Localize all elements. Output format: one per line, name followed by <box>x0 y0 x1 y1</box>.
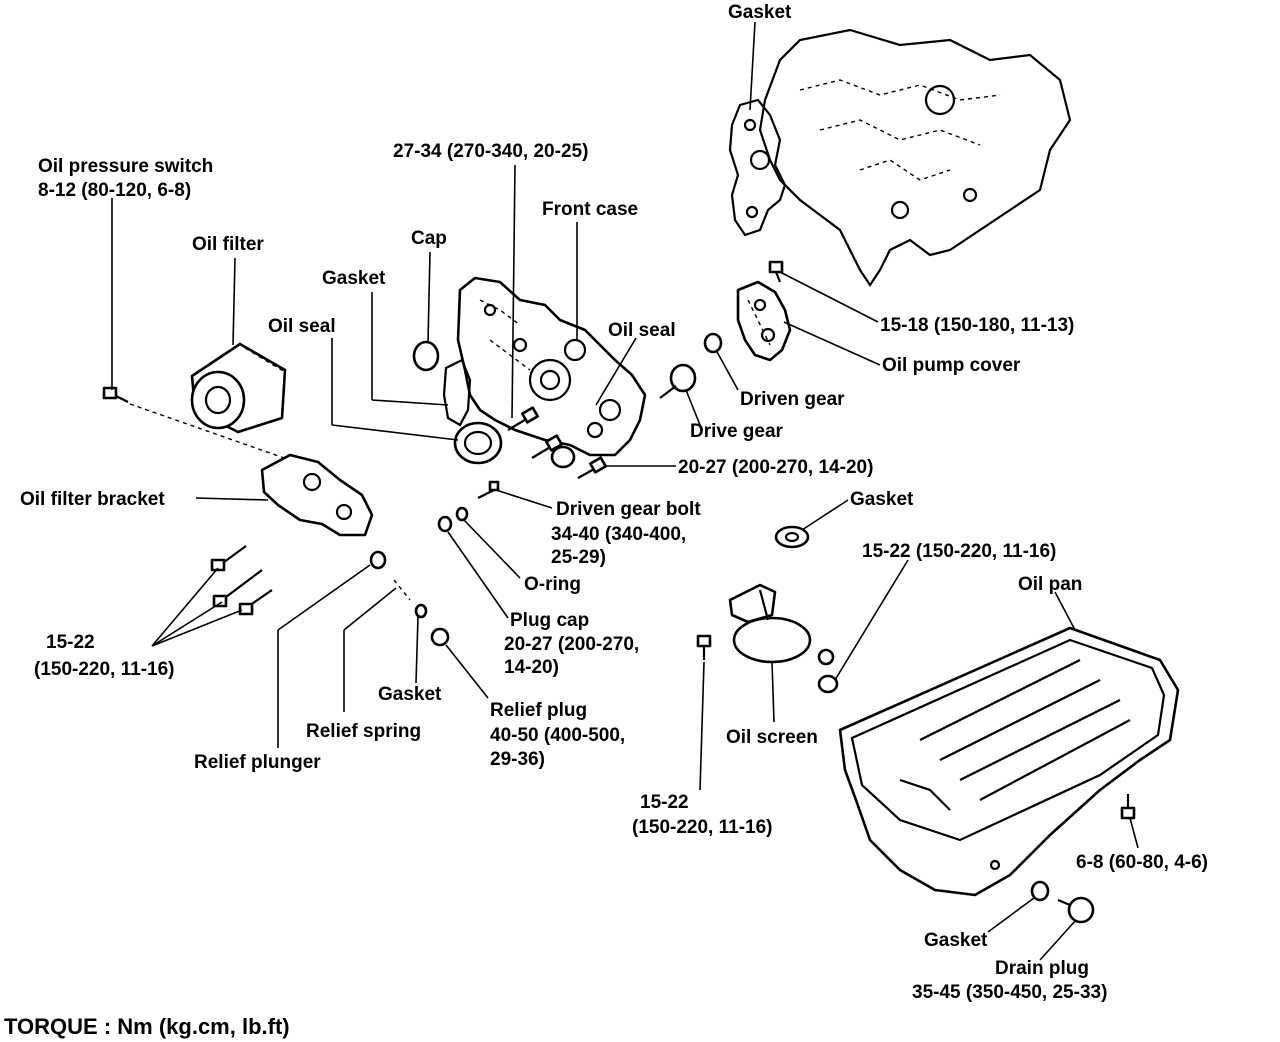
label-gasket-relief: Gasket <box>378 684 442 705</box>
cap-part <box>412 340 440 372</box>
o-ring-part <box>455 506 469 522</box>
label-drain-plug: Drain plug <box>995 958 1089 979</box>
plug-cap-part <box>437 515 453 533</box>
label-relief-spring: Relief spring <box>306 721 421 742</box>
label-relief-plug: Relief plug <box>490 700 587 721</box>
oil-screen-nut-2 <box>817 674 839 694</box>
label-relief-plug-torque-1: 40-50 (400-500, <box>490 725 625 746</box>
oil-pressure-switch-part <box>102 386 291 461</box>
label-oil-screen: Oil screen <box>726 727 818 748</box>
label-torque-27-34: 27-34 (270-340, 20-25) <box>393 141 588 162</box>
label-gasket-top: Gasket <box>728 2 792 23</box>
drive-gear-part <box>659 363 697 399</box>
label-plug-cap: Plug cap <box>510 610 589 631</box>
drain-gasket-part <box>1030 880 1050 902</box>
oil-seal-left-part <box>453 421 503 465</box>
engine-block-outline <box>758 28 1072 287</box>
oil-pan-part <box>838 626 1180 897</box>
oil-pump-cover-part <box>736 280 792 362</box>
label-oil-pressure-switch: Oil pressure switch <box>38 156 213 177</box>
relief-gasket-part <box>414 603 428 619</box>
torque-units-legend: TORQUE : Nm (kg.cm, lb.ft) <box>4 1014 290 1039</box>
label-plug-cap-torque-2: 14-20) <box>504 657 559 678</box>
label-driven-gear-bolt-torque-2: 25-29) <box>551 547 606 568</box>
label-torque-6-8: 6-8 (60-80, 4-6) <box>1076 852 1208 873</box>
label-gasket-drain: Gasket <box>924 930 988 951</box>
label-relief-plunger: Relief plunger <box>194 752 321 773</box>
label-drain-plug-torque: 35-45 (350-450, 25-33) <box>912 982 1107 1003</box>
label-oil-pan: Oil pan <box>1018 574 1082 595</box>
oil-screen-part <box>728 583 812 664</box>
oil-filter-part <box>190 342 287 434</box>
label-driven-gear-bolt: Driven gear bolt <box>556 499 701 520</box>
label-cap: Cap <box>411 228 447 249</box>
label-oil-filter: Oil filter <box>192 234 264 255</box>
label-driven-gear-bolt-torque-1: 34-40 (340-400, <box>551 524 686 545</box>
label-oil-seal-left: Oil seal <box>268 316 336 337</box>
relief-plug-part <box>430 627 450 647</box>
oil-seal-right-part <box>550 445 576 469</box>
oil-screen-gasket-part <box>774 525 810 549</box>
label-plug-cap-torque-1: 20-27 (200-270, <box>504 634 639 655</box>
label-torque-15-22-left-2: (150-220, 11-16) <box>34 659 175 680</box>
label-torque-15-22-screen-2: (150-220, 11-16) <box>632 817 773 838</box>
label-torque-15-22-left-1: 15-22 <box>46 632 95 653</box>
front-case-gasket-part <box>728 98 787 237</box>
label-torque-20-27: 20-27 (200-270, 14-20) <box>678 457 873 478</box>
label-torque-15-22-oilpan: 15-22 (150-220, 11-16) <box>862 541 1056 562</box>
label-gasket-case: Gasket <box>322 268 386 289</box>
label-oil-pump-cover: Oil pump cover <box>882 355 1021 376</box>
label-drive-gear: Drive gear <box>690 421 784 442</box>
relief-plunger-part <box>369 550 387 570</box>
label-o-ring: O-ring <box>524 574 581 595</box>
driven-gear-part <box>703 332 723 354</box>
oil-filter-bracket-part <box>260 453 374 537</box>
label-relief-plug-torque-2: 29-36) <box>490 749 545 770</box>
relief-spring-part <box>393 579 411 601</box>
label-torque-8-12: 8-12 (80-120, 6-8) <box>38 180 191 201</box>
label-oil-seal-right: Oil seal <box>608 320 676 341</box>
oil-screen-bolt <box>696 634 712 660</box>
label-front-case: Front case <box>542 199 638 220</box>
front-case-bolts <box>507 406 607 479</box>
leader-lines <box>111 21 1139 961</box>
drain-plug-part <box>1057 896 1095 924</box>
case-gasket-part <box>442 358 472 427</box>
oil-pan-bolt <box>1120 794 1136 820</box>
front-case-part <box>456 276 647 457</box>
label-gasket-oil-screen: Gasket <box>850 489 914 510</box>
bracket-bolts <box>210 545 273 616</box>
oil-screen-nut-1 <box>817 648 835 666</box>
label-torque-15-18: 15-18 (150-180, 11-13) <box>880 315 1074 336</box>
label-driven-gear: Driven gear <box>740 389 845 410</box>
label-oil-filter-bracket: Oil filter bracket <box>20 489 165 510</box>
label-torque-15-22-screen-1: 15-22 <box>640 792 689 813</box>
pump-cover-bolt <box>768 260 784 283</box>
driven-gear-bolt-part <box>477 480 500 499</box>
